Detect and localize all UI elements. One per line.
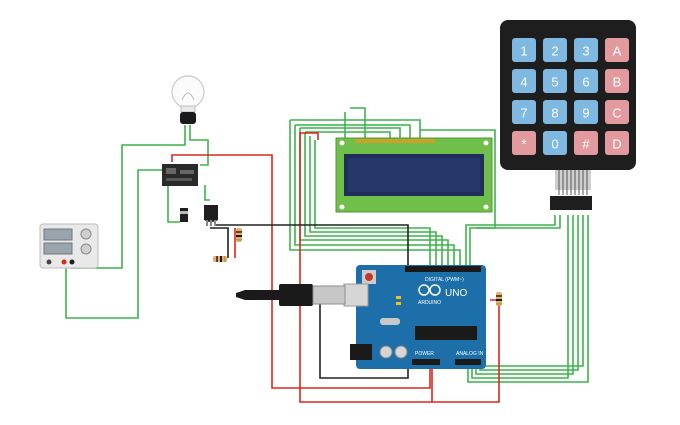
key-7[interactable]: 7 [512,100,536,124]
key-label: 7 [520,106,527,121]
key-label: * [521,137,526,152]
black-wires [210,224,409,379]
transistor[interactable] [204,205,218,226]
key-4[interactable]: 4 [512,69,536,93]
key-5[interactable]: 5 [543,69,567,93]
key-label: 2 [551,44,558,59]
key-6[interactable]: 6 [574,69,598,93]
key-label: # [582,137,590,152]
power-supply[interactable] [39,223,99,269]
key-8[interactable]: 8 [543,100,567,124]
key-label: 9 [582,106,589,121]
key-2[interactable]: 2 [543,38,567,62]
key-label: 3 [582,44,589,59]
resistor-1[interactable] [236,228,242,242]
keypad[interactable]: 1 2 3 A 4 5 6 B 7 8 9 C * 0 # D [500,20,636,210]
key-label: 6 [582,75,589,90]
key-0[interactable]: 0 [543,131,567,155]
red-wires [171,132,500,403]
arduino-model: UNO [445,288,467,299]
arduino-logo [418,284,441,296]
key-face [605,131,629,155]
key-label: 5 [551,75,558,90]
key-face [605,69,629,93]
keypad-keys: 1 2 3 A 4 5 6 B 7 8 9 C * 0 # D [512,38,629,155]
key-B[interactable]: B [605,69,629,93]
key-face [574,131,598,155]
key-label: C [612,106,621,121]
key-face [543,131,567,155]
lcd-display[interactable] [335,137,493,213]
arduino-uno[interactable]: ARDUINO UNO DIGITAL (PWM~) POWER ANALOG … [343,265,486,369]
key-face [605,100,629,124]
key-face [574,38,598,62]
key-face [574,69,598,93]
key-#[interactable]: # [574,131,598,155]
resistor-3[interactable] [496,292,502,306]
key-9[interactable]: 9 [574,100,598,124]
key-face [543,69,567,93]
key-label: 8 [551,106,558,121]
key-face [512,131,536,155]
arduino-brand: ARDUINO [418,300,441,306]
power-label: POWER [415,351,434,357]
key-label: 0 [551,137,558,152]
key-face [605,38,629,62]
relay[interactable] [162,164,198,186]
key-face [543,38,567,62]
key-*[interactable]: * [512,131,536,155]
light-bulb[interactable] [171,75,205,124]
resistor-2[interactable] [213,256,227,262]
key-C[interactable]: C [605,100,629,124]
key-A[interactable]: A [605,38,629,62]
key-label: A [613,44,622,59]
usb-cable [236,284,346,306]
key-label: B [613,75,622,90]
key-face [512,100,536,124]
key-face [543,100,567,124]
key-face [512,69,536,93]
key-label: 4 [520,75,527,90]
key-1[interactable]: 1 [512,38,536,62]
key-label: D [612,137,621,152]
key-D[interactable]: D [605,131,629,155]
digital-label: DIGITAL (PWM~) [425,277,464,283]
key-face [512,38,536,62]
diode[interactable] [180,208,188,222]
key-label: 1 [520,44,527,59]
key-3[interactable]: 3 [574,38,598,62]
key-face [574,100,598,124]
analog-label: ANALOG IN [456,351,484,357]
